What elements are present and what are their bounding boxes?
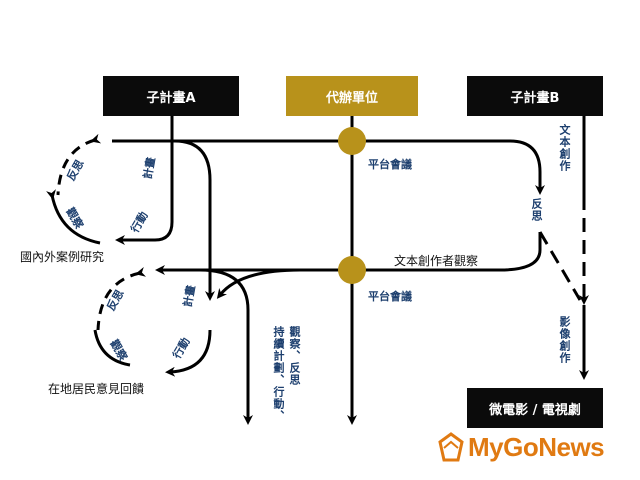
lower-to-loop-2 <box>216 268 301 299</box>
author-observe-flow <box>155 232 542 275</box>
logo-text: MyGoNews <box>468 432 605 462</box>
reflect-b-label: 反思 <box>530 198 543 222</box>
platform-node-2 <box>338 256 366 284</box>
loop2-dash <box>96 267 146 331</box>
loop1-dash <box>56 133 102 196</box>
sub-plan-b-box: 子計畫B <box>467 76 603 116</box>
loop2-left <box>93 329 131 367</box>
logo-mark-icon <box>438 432 464 462</box>
top-horizontal-flow <box>112 139 545 195</box>
image-creation-label: 影像創作 <box>558 316 571 364</box>
case-study-label: 國內外案例研究 <box>20 250 105 264</box>
sub-a-flow <box>115 116 174 245</box>
text-author-observe-label: 文本創作者觀察 <box>394 254 479 268</box>
loop1-left <box>46 189 101 245</box>
platform-meeting-2-label: 平台會議 <box>368 290 412 303</box>
top-to-second-loop <box>174 139 215 301</box>
loop2-right <box>165 329 212 377</box>
platform-node-1 <box>338 127 366 155</box>
continuous-label-line1: 持續計劃、行動、 <box>272 326 285 422</box>
continuous-label-line2: 觀察、反思 <box>288 326 301 386</box>
mygonews-logo: MyGoNews <box>436 430 636 474</box>
film-box: 微電影 / 電視劇 <box>467 388 603 428</box>
agency-box: 代辦單位 <box>286 76 418 116</box>
resident-feedback-label: 在地居民意見回饋 <box>48 382 145 396</box>
text-creation-label: 文本創作 <box>558 124 571 172</box>
platform-meeting-1-label: 平台會議 <box>368 158 412 171</box>
sub-plan-a-box: 子計畫A <box>103 76 239 116</box>
reflect-dash-diagonal <box>538 231 582 301</box>
